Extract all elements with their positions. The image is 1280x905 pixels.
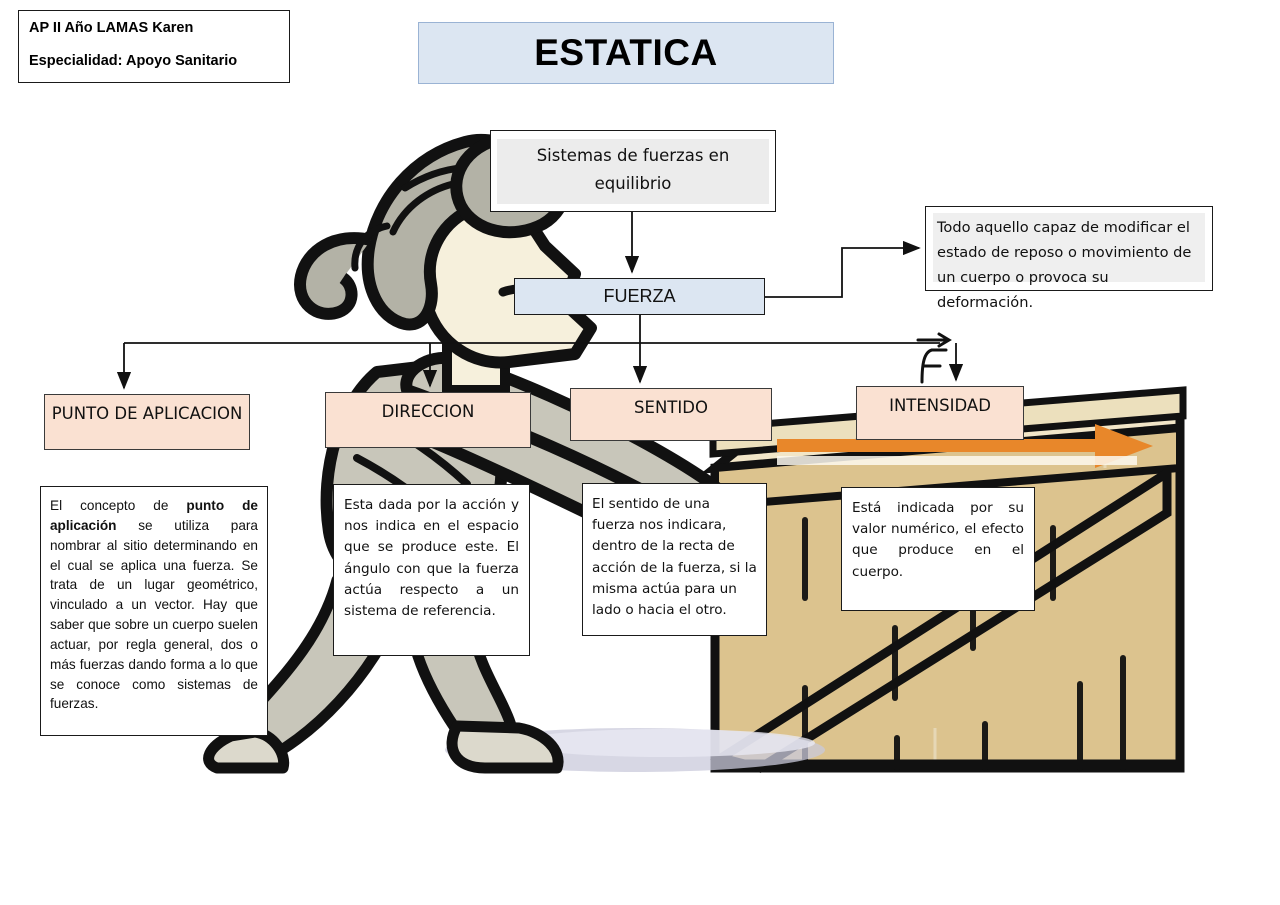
description-intensidad: Está indicada por su valor numérico, el …: [841, 487, 1035, 611]
author-specialty: Especialidad: Apoyo Sanitario: [29, 52, 238, 69]
desc-punto-bold: punto de aplicación: [50, 498, 258, 533]
vector-f-symbol: [916, 332, 952, 384]
node-sistemas-de-fuerzas[interactable]: Sistemas de fuerzas en equilibrio: [490, 130, 776, 212]
node-definicion-fuerza[interactable]: Todo aquello capaz de modificar el estad…: [925, 206, 1213, 311]
desc-punto-post: se utiliza para nombrar al sitio determi…: [50, 517, 258, 712]
node-definicion-fuerza-text: Todo aquello capaz de modificar el estad…: [933, 213, 1205, 311]
category-intensidad-label: INTENSIDAD: [889, 396, 991, 415]
description-sentido: El sentido de una fuerza nos indicara, d…: [582, 483, 767, 636]
connector-fuerza-definicion: [765, 240, 921, 298]
node-sistemas-label: Sistemas de fuerzas en equilibrio: [497, 139, 769, 204]
category-punto-label: PUNTO DE APLICACION: [51, 404, 243, 423]
category-sentido-label: SENTIDO: [634, 398, 708, 417]
description-direccion: Esta dada por la acción y nos indica en …: [333, 484, 530, 656]
description-punto-text: El concepto de punto de aplicación se ut…: [50, 496, 258, 714]
node-fuerza[interactable]: FUERZA: [514, 278, 765, 315]
category-sentido[interactable]: SENTIDO: [570, 388, 772, 441]
category-intensidad[interactable]: INTENSIDAD: [856, 386, 1024, 440]
description-direccion-text: Esta dada por la acción y nos indica en …: [344, 497, 519, 620]
category-direccion[interactable]: DIRECCION: [325, 392, 531, 448]
description-sentido-text: El sentido de una fuerza nos indicara, d…: [592, 496, 757, 619]
force-arrow-icon: [777, 424, 1153, 468]
page-title-text: ESTATICA: [534, 32, 718, 73]
page-title: ESTATICA: [418, 22, 834, 84]
category-direccion-label: DIRECCION: [381, 402, 475, 421]
category-punto-de-aplicacion[interactable]: PUNTO DE APLICACION: [44, 394, 250, 450]
desc-punto-pre: El concepto de: [50, 498, 187, 513]
author-name: AP II Año LAMAS Karen: [29, 20, 194, 36]
author-info-box: AP II Año LAMAS Karen Especialidad: Apoy…: [18, 10, 290, 83]
description-punto-de-aplicacion: El concepto de punto de aplicación se ut…: [40, 486, 268, 736]
crate-illustration: [700, 386, 1187, 773]
description-intensidad-text: Está indicada por su valor numérico, el …: [852, 500, 1024, 580]
node-fuerza-label: FUERZA: [603, 286, 676, 306]
